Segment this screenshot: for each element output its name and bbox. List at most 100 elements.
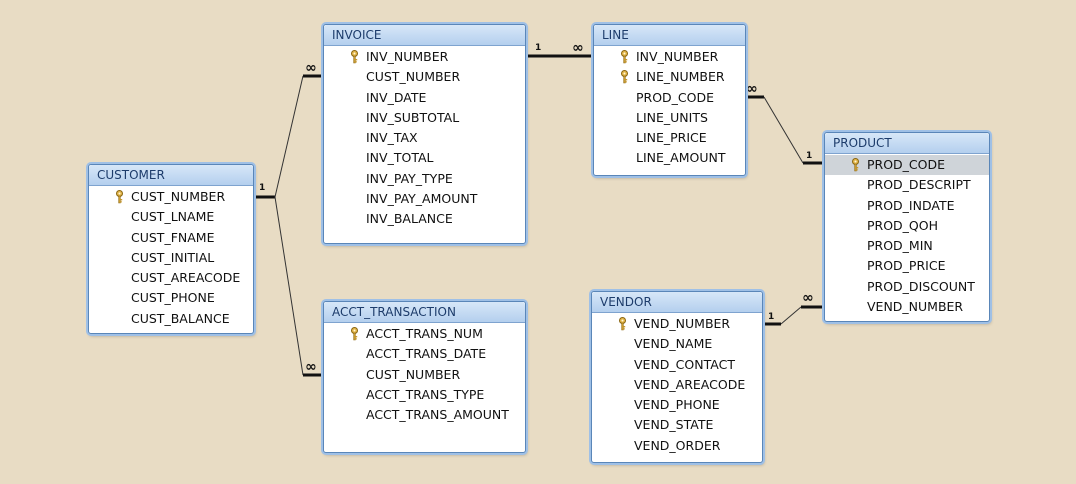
cardinality-many-label: ∞: [305, 359, 317, 375]
field-row[interactable]: INV_BALANCE: [324, 209, 525, 229]
field-row[interactable]: VEND_ORDER: [592, 436, 762, 456]
field-name: PROD_DISCOUNT: [867, 278, 975, 294]
relationship-product-line[interactable]: ∞ 1: [745, 81, 823, 165]
field-name: VEND_NUMBER: [867, 299, 964, 315]
field-row[interactable]: PROD_INDATE: [825, 196, 989, 216]
field-row[interactable]: CUST_NUMBER: [324, 365, 525, 385]
field-row[interactable]: INV_DATE: [324, 88, 525, 108]
field-name: INV_DATE: [366, 89, 427, 105]
table-title[interactable]: VENDOR: [592, 292, 762, 313]
field-name: INV_PAY_AMOUNT: [366, 191, 478, 207]
primary-key-icon: [620, 50, 629, 64]
field-list: PROD_CODE PROD_DESCRIPT PROD_INDATE PROD_QO…: [825, 154, 989, 317]
field-name: INV_NUMBER: [636, 49, 719, 64]
field-row[interactable]: CUST_FNAME: [89, 228, 253, 248]
field-row[interactable]: LINE_PRICE: [594, 128, 745, 148]
field-row[interactable]: INV_NUMBER: [324, 47, 525, 67]
relationship-vendor-product[interactable]: 1 ∞: [763, 290, 823, 326]
cardinality-one-label: 1: [768, 312, 774, 322]
field-row[interactable]: PROD_CODE: [825, 155, 989, 176]
cardinality-many-label: ∞: [572, 40, 584, 56]
field-name: ACCT_TRANS_NUM: [366, 326, 483, 341]
field-name: LINE_PRICE: [636, 130, 707, 146]
field-row[interactable]: INV_TAX: [324, 128, 525, 148]
field-row[interactable]: PROD_CODE: [594, 88, 745, 108]
field-name: LINE_NUMBER: [636, 69, 725, 85]
primary-key-icon: [618, 317, 627, 331]
cardinality-many-label: ∞: [802, 290, 814, 306]
field-row[interactable]: INV_PAY_AMOUNT: [324, 189, 525, 209]
cardinality-many-label: ∞: [746, 81, 758, 97]
field-row[interactable]: VEND_PHONE: [592, 395, 762, 415]
field-row[interactable]: PROD_PRICE: [825, 256, 989, 276]
field-row[interactable]: PROD_QOH: [825, 216, 989, 236]
primary-key-icon: [115, 190, 124, 204]
field-row[interactable]: VEND_AREACODE: [592, 375, 762, 395]
field-row[interactable]: CUST_PHONE: [89, 288, 253, 308]
field-row[interactable]: CUST_NUMBER: [89, 187, 253, 207]
field-row[interactable]: CUST_AREACODE: [89, 268, 253, 288]
field-name: VEND_NAME: [634, 336, 713, 352]
relationship-customer-invoice[interactable]: 1 ∞: [253, 60, 323, 199]
field-name: CUST_NUMBER: [131, 189, 226, 204]
field-row[interactable]: VEND_NAME: [592, 334, 762, 354]
primary-key-icon: [620, 70, 629, 84]
table-title[interactable]: INVOICE: [324, 25, 525, 46]
table-line[interactable]: LINE INV_NUMBER LINE_NUMBER PROD_CODE LINE_…: [593, 24, 746, 176]
table-title[interactable]: CUSTOMER: [89, 165, 253, 186]
field-name: VEND_STATE: [634, 417, 714, 433]
field-row[interactable]: ACCT_TRANS_DATE: [324, 344, 525, 364]
field-name: CUST_PHONE: [131, 290, 215, 306]
field-list: INV_NUMBER LINE_NUMBER PROD_CODE LINE_UNITS…: [594, 46, 745, 169]
field-row[interactable]: LINE_AMOUNT: [594, 148, 745, 168]
field-name: PROD_MIN: [867, 238, 933, 254]
relationship-invoice-line[interactable]: 1 ∞: [525, 40, 592, 58]
field-row[interactable]: CUST_INITIAL: [89, 248, 253, 268]
table-title[interactable]: ACCT_TRANSACTION: [324, 302, 525, 323]
field-list: VEND_NUMBER VEND_NAME VEND_CONTACT VEND_ARE…: [592, 313, 762, 456]
field-row[interactable]: INV_NUMBER: [594, 47, 745, 67]
field-row[interactable]: CUST_LNAME: [89, 207, 253, 227]
field-row[interactable]: LINE_UNITS: [594, 108, 745, 128]
field-row[interactable]: CUST_NUMBER: [324, 67, 525, 87]
field-name: CUST_AREACODE: [131, 270, 241, 286]
field-row[interactable]: LINE_NUMBER: [594, 67, 745, 87]
field-name: PROD_INDATE: [867, 197, 955, 213]
table-product[interactable]: PRODUCT PROD_CODE PROD_DESCRIPT PROD_INDAT…: [824, 132, 990, 322]
field-row[interactable]: PROD_MIN: [825, 236, 989, 256]
field-name: VEND_PHONE: [634, 397, 720, 413]
field-name: VEND_CONTACT: [634, 356, 735, 372]
table-title[interactable]: LINE: [594, 25, 745, 46]
field-row[interactable]: PROD_DISCOUNT: [825, 277, 989, 297]
field-row[interactable]: CUST_BALANCE: [89, 309, 253, 329]
field-name: ACCT_TRANS_DATE: [366, 346, 487, 362]
field-row[interactable]: PROD_DESCRIPT: [825, 175, 989, 195]
field-name: CUST_INITIAL: [131, 249, 215, 265]
field-row[interactable]: ACCT_TRANS_AMOUNT: [324, 405, 525, 425]
field-name: PROD_CODE: [636, 89, 715, 105]
field-row[interactable]: INV_SUBTOTAL: [324, 108, 525, 128]
field-row[interactable]: INV_TOTAL: [324, 148, 525, 168]
field-row[interactable]: VEND_CONTACT: [592, 355, 762, 375]
field-row[interactable]: INV_PAY_TYPE: [324, 169, 525, 189]
field-name: INV_NUMBER: [366, 49, 449, 64]
field-name: PROD_CODE: [867, 157, 946, 172]
field-row[interactable]: VEND_NUMBER: [592, 314, 762, 334]
field-row[interactable]: VEND_NUMBER: [825, 297, 989, 317]
relationship-customer-acct-transaction[interactable]: ∞: [274, 196, 323, 377]
table-title[interactable]: PRODUCT: [825, 133, 989, 154]
cardinality-one-label: 1: [535, 43, 541, 53]
field-list: ACCT_TRANS_NUM ACCT_TRANS_DATE CUST_NUMBER…: [324, 323, 525, 425]
field-name: LINE_AMOUNT: [636, 150, 726, 166]
field-row[interactable]: ACCT_TRANS_TYPE: [324, 385, 525, 405]
field-row[interactable]: ACCT_TRANS_NUM: [324, 324, 525, 344]
primary-key-icon: [851, 158, 860, 172]
field-row[interactable]: VEND_STATE: [592, 415, 762, 435]
table-invoice[interactable]: INVOICE INV_NUMBER CUST_NUMBER INV_DATE INV…: [323, 24, 526, 244]
field-name: LINE_UNITS: [636, 109, 708, 125]
